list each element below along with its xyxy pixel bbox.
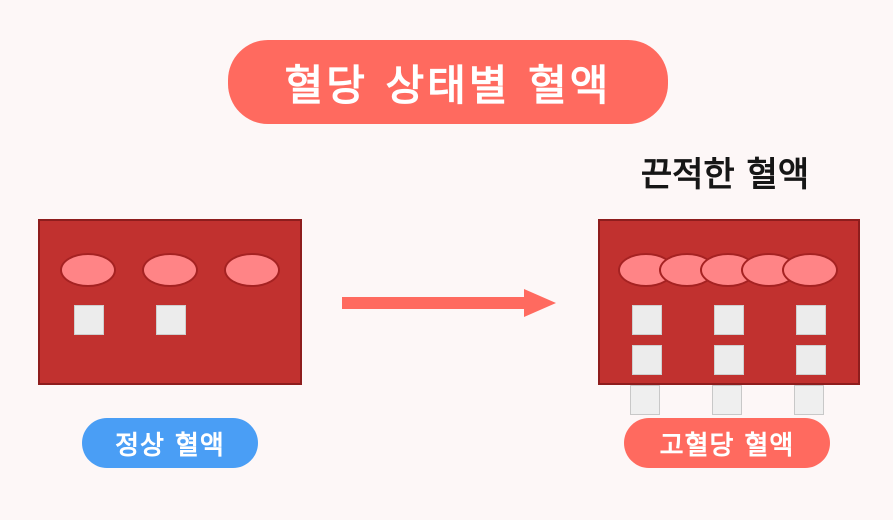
normal-blood-panel [38, 219, 302, 385]
glucose-particle-icon [712, 385, 742, 415]
glucose-particle-icon [630, 385, 660, 415]
red-blood-cell-icon [142, 253, 198, 287]
glucose-particle-icon [156, 305, 186, 335]
glucose-particle-icon [796, 345, 826, 375]
glucose-particle-icon [794, 385, 824, 415]
red-blood-cell-icon [782, 253, 838, 287]
high-glucose-blood-panel [598, 219, 860, 385]
glucose-particle-icon [714, 305, 744, 335]
viscous-blood-heading: 끈적한 혈액 [640, 155, 810, 195]
glucose-particle-icon [632, 345, 662, 375]
red-blood-cell-icon [60, 253, 116, 287]
glucose-particle-icon [74, 305, 104, 335]
glucose-particle-icon [796, 305, 826, 335]
red-blood-cell-icon [224, 253, 280, 287]
right-arrow-icon [342, 289, 556, 317]
glucose-particle-icon [714, 345, 744, 375]
high-glucose-blood-label: 고혈당 혈액 [624, 418, 830, 468]
normal-blood-label: 정상 혈액 [82, 418, 258, 468]
glucose-particle-icon [632, 305, 662, 335]
diagram-title: 혈당 상태별 혈액 [228, 40, 668, 124]
